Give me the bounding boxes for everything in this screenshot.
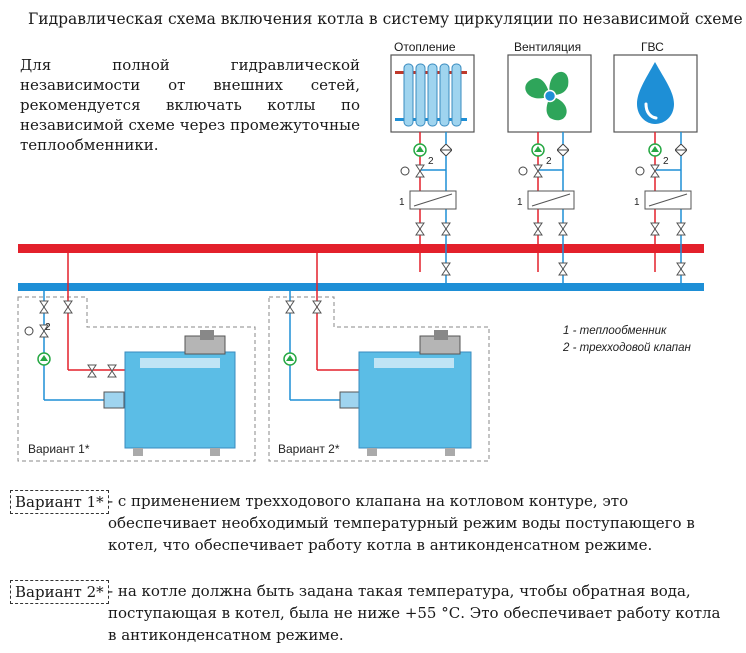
- variant-1-frame: [17, 253, 256, 462]
- return-main-line: [18, 283, 704, 291]
- consumer-heating: [390, 54, 475, 133]
- note-1-box: Вариант 1*: [10, 490, 109, 514]
- radiator-icon: [395, 63, 467, 127]
- variant-2-frame: [268, 253, 490, 462]
- water-drop-icon: [637, 62, 674, 124]
- intro-paragraph: Для полной гидравлической независимости …: [20, 56, 360, 154]
- valve-mark-variant-1: 2: [45, 322, 51, 333]
- supply-main-line: [18, 244, 704, 253]
- consumer-ventilation: [507, 54, 592, 133]
- fan-icon: [525, 71, 569, 121]
- legend-item-1: 1 - теплообменник: [563, 325, 667, 337]
- variant-1-label: Вариант 1*: [28, 442, 90, 456]
- note-2-box: Вариант 2*: [10, 580, 109, 604]
- heat-exchanger-mark-ventilation: 1: [517, 197, 523, 208]
- note-2-text: - на котле должна быть задана такая темп…: [108, 582, 721, 644]
- heat-exchanger-mark-hot-water: 1: [634, 197, 640, 208]
- variant-2-label: Вариант 2*: [278, 442, 340, 456]
- valve-mark-heating: 2: [428, 156, 434, 167]
- consumer-label-ventilation: Вентиляция: [514, 40, 582, 54]
- note-1-text: - с применением трехходового клапана на …: [108, 492, 695, 554]
- valve-mark-hot-water: 2: [663, 156, 669, 167]
- heat-exchanger-mark-heating: 1: [399, 197, 405, 208]
- legend-item-2: 2 - трехходовой клапан: [563, 342, 691, 354]
- consumer-label-hot-water: ГВС: [641, 40, 664, 54]
- page-title: Гидравлическая схема включения котла в с…: [28, 10, 743, 28]
- branch-hot-water: [644, 132, 692, 287]
- consumer-label-heating: Отопление: [394, 40, 456, 54]
- consumer-hot-water: [613, 54, 698, 133]
- boiler-burner: [184, 330, 226, 355]
- valve-mark-ventilation: 2: [546, 156, 552, 167]
- branch-fittings: [400, 143, 687, 276]
